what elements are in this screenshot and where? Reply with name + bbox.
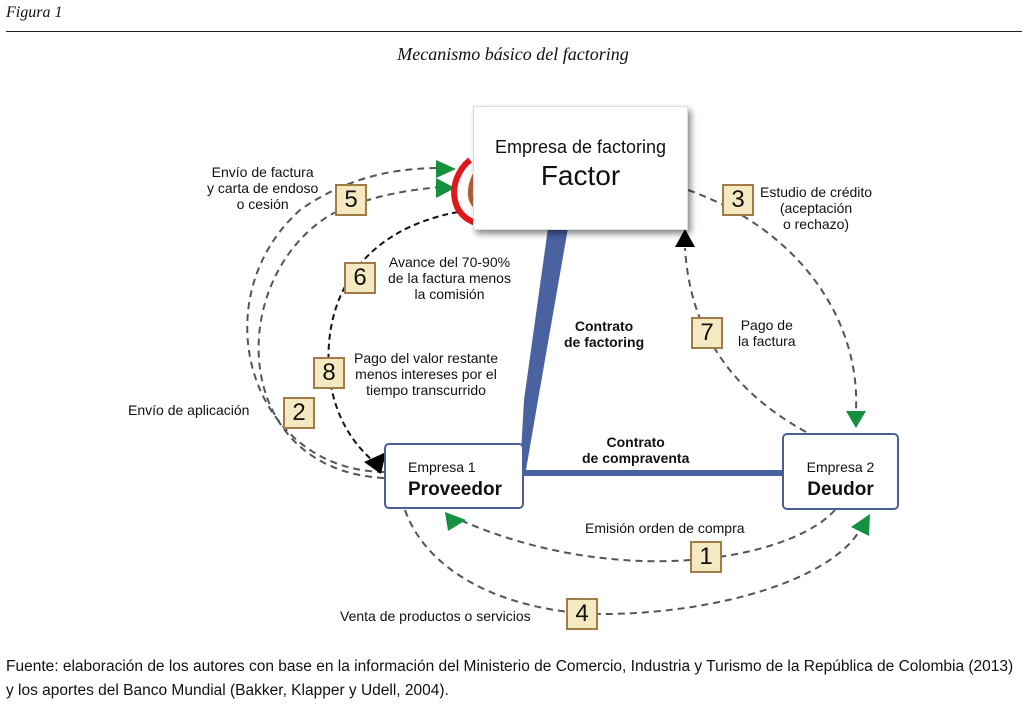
flow-4-arrowhead	[851, 514, 870, 536]
factoring-contract-label: Contrato de factoring	[564, 318, 644, 350]
flow-7-arrowhead	[675, 229, 695, 247]
sale-contract-label: Contrato de compraventa	[582, 434, 689, 466]
step-1-label-line: Emisión orden de compra	[585, 520, 745, 536]
step-6-label-line2: de la factura menos	[388, 270, 511, 286]
step-1-badge: 1	[690, 541, 722, 573]
step-3-label-line3: o rechazo)	[782, 216, 850, 232]
step-6-badge: 6	[344, 262, 376, 294]
step-8-label: Pago del valor restante menos intereses …	[354, 350, 498, 398]
figure-title: Mecanismo básico del factoring	[397, 44, 629, 64]
step-8-label-line3: tiempo transcurrido	[366, 382, 486, 398]
factoring-contract-line2: de factoring	[564, 334, 645, 350]
flow-2-path	[257, 186, 441, 479]
step-4-label-line: Venta de productos o servicios	[340, 608, 531, 624]
factor-title: Factor	[540, 160, 621, 191]
sale-contract-line2: de compraventa	[582, 450, 690, 466]
step-2-label: Envío de aplicación	[128, 402, 249, 418]
step-3-badge: 3	[722, 184, 754, 216]
step-3-label-line2: (aceptación	[779, 200, 853, 216]
provider-node: Empresa 1 Proveedor	[384, 443, 524, 509]
flow-1-arrowhead	[445, 512, 466, 531]
step-7-label-line1: Pago de	[740, 317, 793, 333]
flow-6-8-arrowhead	[364, 452, 386, 474]
flow-3-path	[687, 189, 858, 411]
step-6-label-line1: Avance del 70-90%	[388, 254, 511, 270]
flow-6-8-path	[327, 211, 459, 461]
step-4-badge: 4	[566, 598, 598, 630]
step-3-label: Estudio de crédito (aceptación o rechazo…	[760, 184, 872, 232]
step-8-label-line1: Pago del valor restante	[354, 350, 498, 366]
debtor-node: Empresa 2 Deudor	[782, 433, 899, 510]
factor-node: Empresa de factoring Factor	[473, 106, 688, 230]
step-1-label: Emisión orden de compra	[585, 520, 745, 536]
factor-subtitle: Empresa de factoring	[494, 137, 667, 157]
step-5-label-line1: Envío de factura	[211, 164, 314, 180]
factoring-contract-line	[520, 228, 568, 470]
step-8-badge: 8	[313, 357, 345, 389]
sale-contract-line1: Contrato	[606, 434, 665, 450]
source-note: Fuente: elaboración de los autores con b…	[6, 658, 1014, 699]
header-rule	[6, 31, 1022, 32]
step-6-label-line3: la comisión	[414, 286, 485, 302]
flow-4-path	[404, 509, 861, 616]
step-5-label: Envío de factura y carta de endoso o ces…	[207, 164, 318, 212]
debtor-subtitle: Empresa 2	[806, 459, 875, 475]
step-2-badge: 2	[283, 397, 315, 429]
step-7-badge: 7	[691, 317, 723, 349]
flow-2-arrowhead	[436, 178, 455, 198]
provider-subtitle: Empresa 1	[408, 459, 476, 475]
flow-3-arrowhead	[846, 411, 866, 428]
factoring-contract-line1: Contrato	[574, 318, 634, 334]
step-3-label-line1: Estudio de crédito	[760, 184, 873, 200]
figure-label: Figura 1	[6, 4, 63, 21]
step-8-label-line2: menos intereses por el	[355, 366, 497, 382]
debtor-title: Deudor	[807, 479, 874, 500]
step-5-label-line3: o cesión	[236, 196, 289, 212]
step-5-badge: 5	[335, 184, 367, 216]
flow-5-arrowhead	[436, 160, 456, 178]
step-2-label-line: Envío de aplicación	[128, 402, 250, 418]
provider-title: Proveedor	[408, 479, 502, 500]
step-7-label: Pago de la factura	[738, 317, 796, 349]
step-4-label: Venta de productos o servicios	[340, 608, 531, 624]
flow-5-path	[246, 167, 441, 473]
step-6-label: Avance del 70-90% de la factura menos la…	[388, 254, 511, 302]
step-5-label-line2: y carta de endoso	[207, 180, 319, 196]
step-7-label-line2: la factura	[738, 333, 796, 349]
